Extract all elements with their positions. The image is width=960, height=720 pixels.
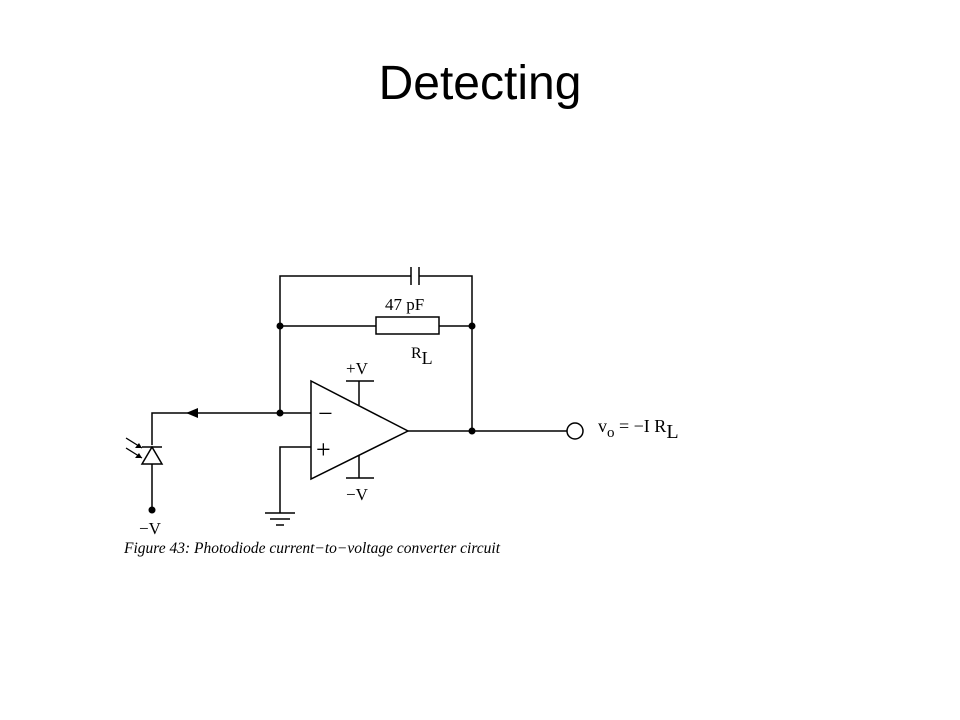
capacitor-wire-left xyxy=(279,275,411,326)
current-arrow-icon xyxy=(186,408,198,418)
junction-dot xyxy=(468,427,476,435)
figure-caption: Figure 43: Photodiode current−to−voltage… xyxy=(123,540,501,557)
supply-negative-label: −V xyxy=(346,485,369,504)
output-terminal xyxy=(566,422,584,440)
photodiode-input-wire xyxy=(151,412,280,445)
light-arrowhead-icon xyxy=(135,453,142,458)
output-expression: vo = −I RL xyxy=(598,416,679,443)
capacitor-value-label: 47 pF xyxy=(385,295,424,314)
junction-dot xyxy=(148,506,156,514)
resistor-rl xyxy=(375,316,440,335)
noninverting-ground-wire xyxy=(279,446,311,513)
opamp-inverting-sign: − xyxy=(318,399,333,428)
capacitor-wire-right xyxy=(419,275,473,326)
resistor-label: RL xyxy=(411,345,433,368)
photodiode-triangle xyxy=(140,445,164,465)
photodiode-bias-label: −V xyxy=(139,519,162,538)
light-arrowhead-icon xyxy=(135,443,142,448)
opamp-noninverting-sign: + xyxy=(316,435,331,464)
slide-title: Detecting xyxy=(378,57,582,110)
supply-positive-label: +V xyxy=(346,359,369,378)
